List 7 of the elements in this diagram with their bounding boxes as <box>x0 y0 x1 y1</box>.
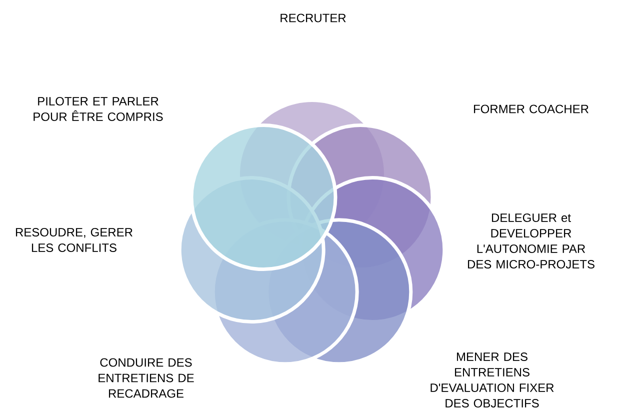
label: RECRUTER <box>280 14 346 22</box>
label: RESOUDRE, GERER LES CONFLITS <box>16 228 132 252</box>
label: MENER DES ENTRETIENS D'EVALUATION FIXER DES OBJECTIFS <box>430 352 554 408</box>
label: CONDUIRE DES ENTRETIENS DE RECADRAGE <box>98 358 194 398</box>
label: FORMER COACHER <box>474 104 588 114</box>
label: DELEGUER et DEVELOPPER L'AUTONOMIE PAR DES MICRO-PROJETS <box>468 214 594 268</box>
label: PILOTER ET PARLER POUR ÊTRE COMPRIS <box>34 97 163 121</box>
